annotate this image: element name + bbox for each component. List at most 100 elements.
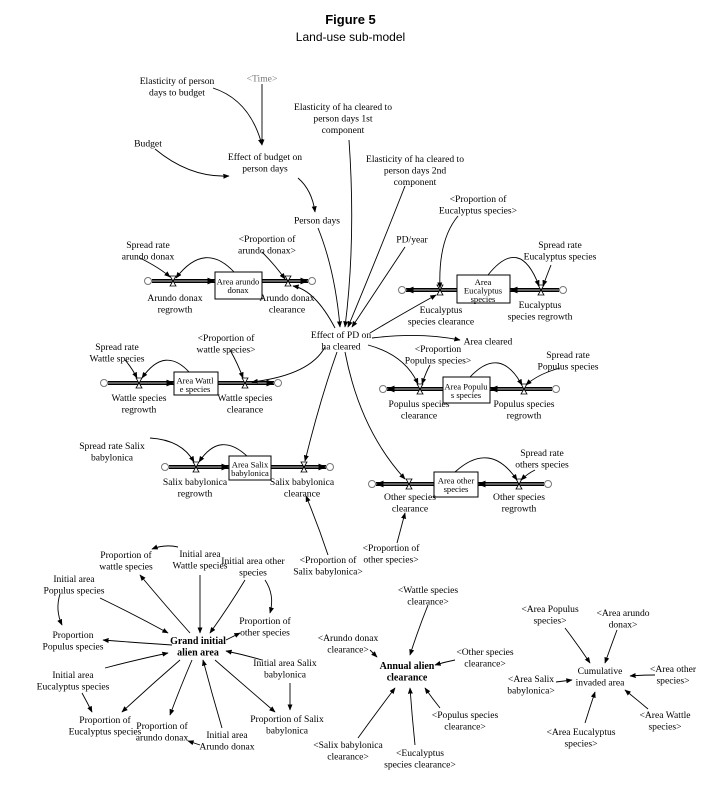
euc-clear-line: species clearance xyxy=(408,316,474,327)
euc-clear-line: Eucalyptus xyxy=(420,305,463,316)
causal-link-arrow xyxy=(564,627,591,664)
area-arundo-line: Area arundo xyxy=(217,276,260,286)
s-wattle-clear-line: <Wattle species xyxy=(398,585,459,596)
prop-wattle2-line: wattle species xyxy=(99,561,153,572)
causal-link-arrow xyxy=(469,362,523,386)
prop-euc2-line: Proportion of xyxy=(79,715,131,726)
causal-link-arrow xyxy=(225,649,263,661)
wattle-clear-line: Wattle species xyxy=(218,393,273,404)
wattle-clearance-flow xyxy=(218,377,282,389)
arundo-regrowth-line: regrowth xyxy=(158,304,193,315)
causal-link-arrow xyxy=(555,678,573,684)
area-salix-line: babylonica xyxy=(231,468,269,478)
arundo-regrowth-flow xyxy=(144,275,216,287)
figure-subtitle: Land-use sub-model xyxy=(295,30,406,44)
area-wattle-line: Area Wattl xyxy=(176,375,214,385)
causal-link-arrow xyxy=(261,251,286,280)
causal-link-arrow xyxy=(367,344,419,385)
elast1-line: person days 1st xyxy=(313,114,372,125)
area-arundo-line: donax xyxy=(227,285,249,295)
causal-link-arrow xyxy=(169,659,193,716)
cloud-icon xyxy=(398,286,406,294)
causal-link-arrow xyxy=(198,444,249,463)
area-euc-line: Eucalyptus xyxy=(464,286,503,296)
a-arundo-line: <Area arundo xyxy=(596,608,649,619)
salix-clear-line: Salix babylonica xyxy=(270,477,335,488)
causal-link-arrow xyxy=(525,367,561,386)
causal-link-arrow xyxy=(434,659,456,666)
valve-icon xyxy=(300,461,308,473)
s-arundo-clear-line: clearance> xyxy=(327,644,369,655)
spread-arundo-line: Spread rate xyxy=(126,240,169,251)
cloud-icon xyxy=(552,385,560,393)
causal-link-arrow xyxy=(124,359,138,379)
spread-salix-line: babylonica xyxy=(91,452,134,463)
cloud-icon xyxy=(161,463,169,471)
causal-link-arrow xyxy=(57,593,63,626)
prop-wattle-line: wattle species> xyxy=(197,344,256,355)
s-populus-clear-line: <Populus species xyxy=(432,710,499,721)
salix-clear-line: clearance xyxy=(284,488,320,499)
causal-link-arrow xyxy=(202,659,223,729)
prop-populus-line: <Proportion xyxy=(415,344,462,355)
wattle-regrowth-line: Wattle species xyxy=(112,393,167,404)
prop-other-line: <Proportion of xyxy=(363,543,421,554)
cloud-icon xyxy=(308,277,316,285)
other-regrowth-flow xyxy=(477,478,552,490)
other-regrowth-line: Other species xyxy=(493,492,545,503)
elast2-line: Elasticity of ha cleared to xyxy=(366,154,464,165)
init-wattle-line: Initial area xyxy=(179,549,221,560)
area-wattle-stock-box xyxy=(173,371,219,396)
causal-link-arrow xyxy=(437,215,459,289)
s-euc-clear-line: species clearance> xyxy=(384,759,456,770)
init-euc-line: Initial area xyxy=(52,670,94,681)
wattle-regrowth-flow xyxy=(100,377,175,389)
area-salix-line: Area Salix xyxy=(232,459,269,469)
a-salix-line: <Area Salix xyxy=(508,674,554,685)
causal-link-arrow xyxy=(154,148,230,179)
s-other-clear-line: clearance> xyxy=(464,658,506,669)
area-cleared-line: Area cleared xyxy=(464,337,513,348)
elast-pd-budget-line: days to budget xyxy=(149,87,205,98)
causal-link-arrow xyxy=(351,246,406,328)
budget-label: Budget xyxy=(134,139,162,150)
init-salix-line: babylonica xyxy=(264,669,307,680)
causal-link-arrow xyxy=(264,579,274,614)
spread-wattle-line: Wattle species xyxy=(90,353,145,364)
causal-link-arrow xyxy=(357,687,396,739)
causal-link-arrow xyxy=(297,177,317,213)
area-other-stock-box xyxy=(433,471,479,498)
salix-regrowth-line: Salix babylonica xyxy=(163,477,228,488)
figure-title: Figure 5 xyxy=(325,12,376,27)
causal-link-arrow xyxy=(409,604,429,656)
spread-arundo-line: arundo donax xyxy=(122,251,175,262)
causal-link-arrow xyxy=(369,649,378,658)
prop-salix2-line: Proportion of Salix xyxy=(250,714,324,725)
causal-link-arrow xyxy=(369,294,437,334)
other-clearance-flow xyxy=(368,478,434,490)
causal-link-arrow xyxy=(303,351,338,462)
valve-icon xyxy=(537,284,545,296)
valve-icon xyxy=(520,383,528,395)
causal-link-arrow xyxy=(141,359,191,379)
prop-arundo2-line: Proportion of xyxy=(136,721,188,732)
causal-link-arrow xyxy=(149,437,195,463)
salix-clearance-flow xyxy=(271,461,334,473)
